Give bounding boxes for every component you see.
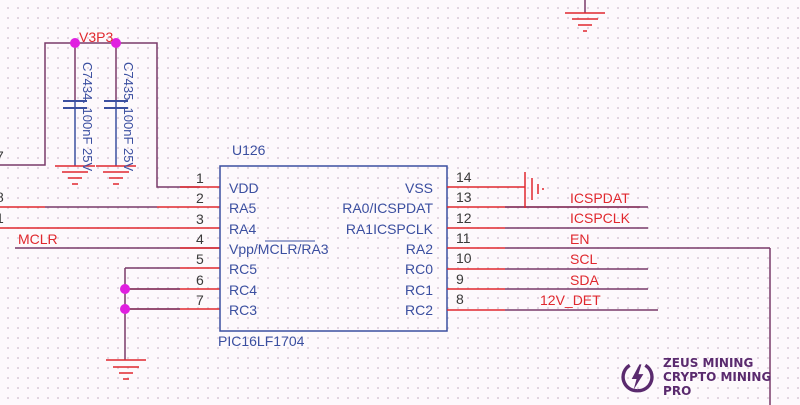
cap-c7434-refdes: C7434. 100nF 25V <box>80 62 95 172</box>
watermark-line2: CRYPTO MINING PRO <box>663 370 772 398</box>
pin-number: 2 <box>196 190 204 206</box>
watermark-line1: ZEUS MINING <box>663 356 754 370</box>
ground-icon <box>524 172 544 208</box>
left-wires <box>0 186 220 360</box>
ground-icon <box>565 0 605 32</box>
pin-name: RC0 <box>404 261 433 277</box>
pin-number: 4 <box>196 231 204 247</box>
pin-number: 8 <box>456 291 464 307</box>
pin-number: 1 <box>196 170 204 186</box>
junction-dot <box>120 304 130 314</box>
capacitor-c7435 <box>96 43 136 185</box>
offpage-number: 7 <box>0 149 4 163</box>
capacitor-c7434 <box>55 43 95 185</box>
pin-name: RA5 <box>229 200 257 216</box>
pin-name: RC4 <box>229 282 258 298</box>
v3p3-bus <box>0 42 200 188</box>
pin-number: 5 <box>196 251 204 267</box>
pin-name: RC1 <box>404 282 433 298</box>
pin-name: VDD <box>229 180 259 196</box>
pin-name: VSS <box>404 180 433 196</box>
net-label-scl: SCL <box>570 251 598 267</box>
pin-name: RC2 <box>404 302 433 318</box>
junction-dot <box>70 38 80 48</box>
net-label-en: EN <box>570 231 590 247</box>
pin-name: RA2 <box>405 241 433 257</box>
pin-number: 12 <box>456 210 472 226</box>
pin-number: 9 <box>456 271 464 287</box>
pin-number: 13 <box>456 189 472 205</box>
ic-refdes: U126 <box>232 142 266 158</box>
lightning-bolt-icon <box>621 363 654 393</box>
pin-number: 14 <box>456 169 472 185</box>
net-label-v3p3: V3P3 <box>79 29 114 45</box>
net-label-12v-det: 12V_DET <box>540 292 601 308</box>
right-wires <box>447 186 771 405</box>
pin-number: 10 <box>456 250 472 266</box>
pin-name: RA4 <box>229 221 257 237</box>
cap-c7435-refdes: C7435. 100nF 25V <box>121 62 136 172</box>
net-label-icspdat: ICSPDAT <box>570 190 630 206</box>
junction-dot <box>120 284 130 294</box>
pin-number: 7 <box>196 292 204 308</box>
offpage-number: 1 <box>0 211 4 225</box>
ic-part-number: PIC16LF1704 <box>218 333 305 349</box>
ground-icon <box>106 359 146 380</box>
junction-dot <box>111 38 121 48</box>
pin-name: Vpp/MCLR/RA3 <box>229 241 329 257</box>
watermark-logo: ZEUS MINING CRYPTO MINING PRO <box>620 356 800 398</box>
pin-name: RA0/ICSPDAT <box>342 200 433 216</box>
net-label-icspclk: ICSPCLK <box>570 210 630 226</box>
pin-name: RA1ICSPCLK <box>345 221 433 237</box>
net-label-sda: SDA <box>570 272 599 288</box>
pin-number: 3 <box>196 211 204 227</box>
offpage-number: 8 <box>0 190 4 204</box>
pin-name: RC3 <box>229 302 258 318</box>
pin-name: RC5 <box>229 261 258 277</box>
pin-number: 6 <box>196 272 204 288</box>
net-label-mclr: MCLR <box>18 231 58 247</box>
pin-number: 11 <box>456 230 471 246</box>
